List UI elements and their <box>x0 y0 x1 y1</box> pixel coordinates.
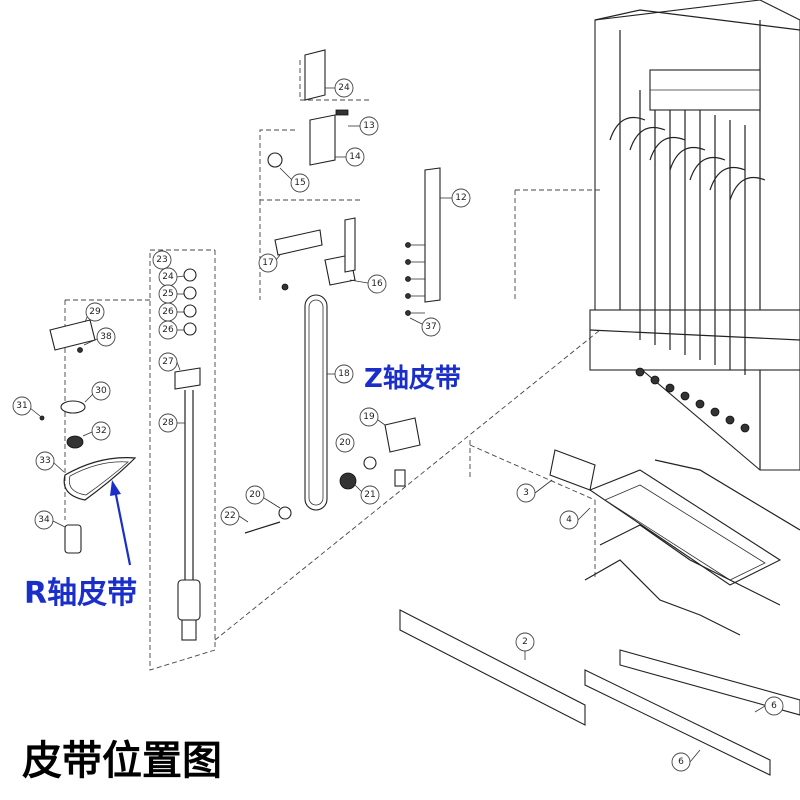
callout-25: 25 <box>158 284 184 304</box>
callout-15: 15 <box>279 167 310 193</box>
spindle-array <box>609 69 766 375</box>
r-spindle-column <box>174 268 201 641</box>
guide-rail <box>405 167 441 316</box>
svg-text:32: 32 <box>95 426 106 436</box>
svg-text:4: 4 <box>566 515 572 525</box>
svg-text:22: 22 <box>224 511 235 521</box>
svg-text:16: 16 <box>371 279 383 289</box>
diagram-caption: 皮带位置图 <box>22 738 222 784</box>
svg-text:31: 31 <box>16 401 27 411</box>
svg-text:21: 21 <box>364 490 375 500</box>
callout-31: 31 <box>12 396 41 417</box>
callout-37: 37 <box>409 317 441 337</box>
callout-24: 24 <box>158 267 185 287</box>
machine-head-housing <box>589 0 800 471</box>
svg-text:30: 30 <box>95 386 107 396</box>
svg-text:20: 20 <box>249 490 261 500</box>
callout-2: 2 <box>515 632 535 660</box>
svg-text:2: 2 <box>522 637 528 647</box>
callout-26b: 26 <box>158 320 184 340</box>
callout-4: 4 <box>559 507 591 530</box>
svg-text:17: 17 <box>262 258 273 268</box>
svg-text:13: 13 <box>363 121 374 131</box>
callouts: 24 13 14 15 12 17 16 37 18 19 20 21 20 2… <box>12 78 784 772</box>
svg-text:24: 24 <box>338 83 350 93</box>
callout-35: 24 <box>325 78 354 98</box>
callout-28: 28 <box>158 413 185 433</box>
z-axis-belt-label: Z轴皮带 <box>364 364 461 394</box>
svg-text:24: 24 <box>162 272 174 282</box>
callout-33: 33 <box>35 451 65 473</box>
bracket-assembly-top <box>267 49 349 168</box>
svg-text:6: 6 <box>771 701 777 711</box>
callout-22: 22 <box>220 506 249 526</box>
svg-text:28: 28 <box>162 418 174 428</box>
svg-text:26: 26 <box>162 307 174 317</box>
svg-text:37: 37 <box>425 322 436 332</box>
svg-text:38: 38 <box>100 332 112 342</box>
lever-assembly <box>274 217 356 291</box>
svg-text:20: 20 <box>339 438 351 448</box>
r-belt-arrow <box>110 480 132 566</box>
callout-12: 12 <box>440 188 471 208</box>
svg-text:27: 27 <box>162 357 173 367</box>
callout-29: 29 <box>84 302 105 323</box>
lower-frame-plates <box>399 449 800 776</box>
callout-18: 18 <box>327 364 354 384</box>
svg-text:6: 6 <box>678 757 684 767</box>
callout-27: 27 <box>158 352 181 372</box>
callout-14: 14 <box>335 147 365 167</box>
callout-6a: 6 <box>754 696 784 716</box>
callout-20a: 20 <box>335 433 355 453</box>
callout-23: 23 <box>152 250 172 270</box>
svg-text:19: 19 <box>363 412 375 422</box>
callout-30: 30 <box>84 381 111 403</box>
svg-text:14: 14 <box>349 152 361 162</box>
callout-38: 38 <box>83 327 116 347</box>
callout-13: 13 <box>348 116 379 136</box>
svg-text:3: 3 <box>523 488 529 498</box>
r-axis-belt-label: R轴皮带 <box>24 576 138 611</box>
callout-26a: 26 <box>158 302 184 322</box>
callout-32: 32 <box>82 421 111 441</box>
svg-text:34: 34 <box>38 515 50 525</box>
callout-34: 34 <box>34 510 66 530</box>
svg-text:12: 12 <box>455 193 466 203</box>
callout-17: 17 <box>258 253 281 273</box>
svg-text:26: 26 <box>162 325 174 335</box>
callout-16: 16 <box>349 274 387 294</box>
svg-text:18: 18 <box>338 369 350 379</box>
svg-text:29: 29 <box>89 307 101 317</box>
z-motor-parts <box>244 417 421 534</box>
svg-text:23: 23 <box>156 255 167 265</box>
nozzle-row <box>635 367 750 433</box>
svg-text:25: 25 <box>162 289 173 299</box>
callout-20b: 20 <box>245 485 281 509</box>
svg-text:15: 15 <box>294 178 305 188</box>
svg-text:33: 33 <box>39 456 50 466</box>
callout-3: 3 <box>516 479 553 503</box>
z-axis-belt <box>304 294 328 511</box>
callout-21: 21 <box>354 484 380 505</box>
callout-19: 19 <box>359 407 386 427</box>
callout-6b: 6 <box>671 749 701 772</box>
